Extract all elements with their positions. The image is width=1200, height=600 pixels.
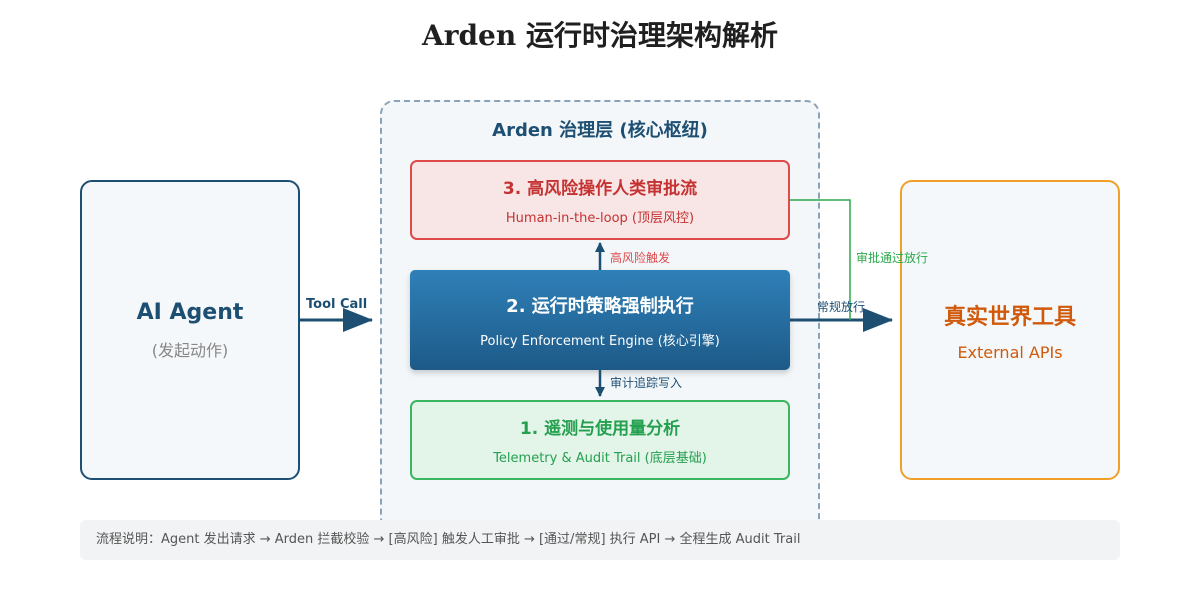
ai-agent-node: AI Agent (发起动作) <box>80 180 300 480</box>
external-apis-title: 真实世界工具 <box>943 304 1076 330</box>
approval-layer-title: 3. 高风险操作人类审批流 <box>502 179 698 199</box>
telemetry-layer-subtitle: Telemetry & Audit Trail (底层基础) <box>493 451 707 466</box>
normal-pass-label: 常规放行 <box>817 300 866 314</box>
telemetry-layer-box: 1. 遥测与使用量分析 Telemetry & Audit Trail (底层基… <box>410 400 790 480</box>
ai-agent-title: AI Agent <box>136 299 244 325</box>
approval-layer-subtitle: Human-in-the-loop (顶层风控) <box>505 211 695 226</box>
tool-call-label: Tool Call <box>306 297 368 312</box>
policy-engine-box: 2. 运行时策略强制执行 Policy Enforcement Engine (… <box>410 270 790 370</box>
policy-engine-title: 2. 运行时策略强制执行 <box>506 295 694 317</box>
high-risk-label: 高风险触发 <box>610 251 671 265</box>
diagram-title: Arden 运行时治理架构解析 <box>422 19 778 52</box>
ai-agent-subtitle: (发起动作) <box>151 340 229 360</box>
external-apis-subtitle: External APIs <box>957 342 1063 362</box>
audit-write-label: 审计追踪写入 <box>610 376 683 390</box>
approval-layer-box: 3. 高风险操作人类审批流 Human-in-the-loop (顶层风控) <box>410 160 790 240</box>
flow-note: 流程说明：Agent 发出请求 → Arden 拦截校验 → [高风险] 触发人… <box>80 520 1120 560</box>
approved-pass-label: 审批通过放行 <box>856 251 929 265</box>
governance-layer-title: Arden 治理层 (核心枢纽) <box>492 120 708 141</box>
policy-engine-subtitle: Policy Enforcement Engine (核心引擎) <box>480 333 720 349</box>
telemetry-layer-title: 1. 遥测与使用量分析 <box>519 419 681 439</box>
external-apis-node: 真实世界工具 External APIs <box>900 180 1120 480</box>
